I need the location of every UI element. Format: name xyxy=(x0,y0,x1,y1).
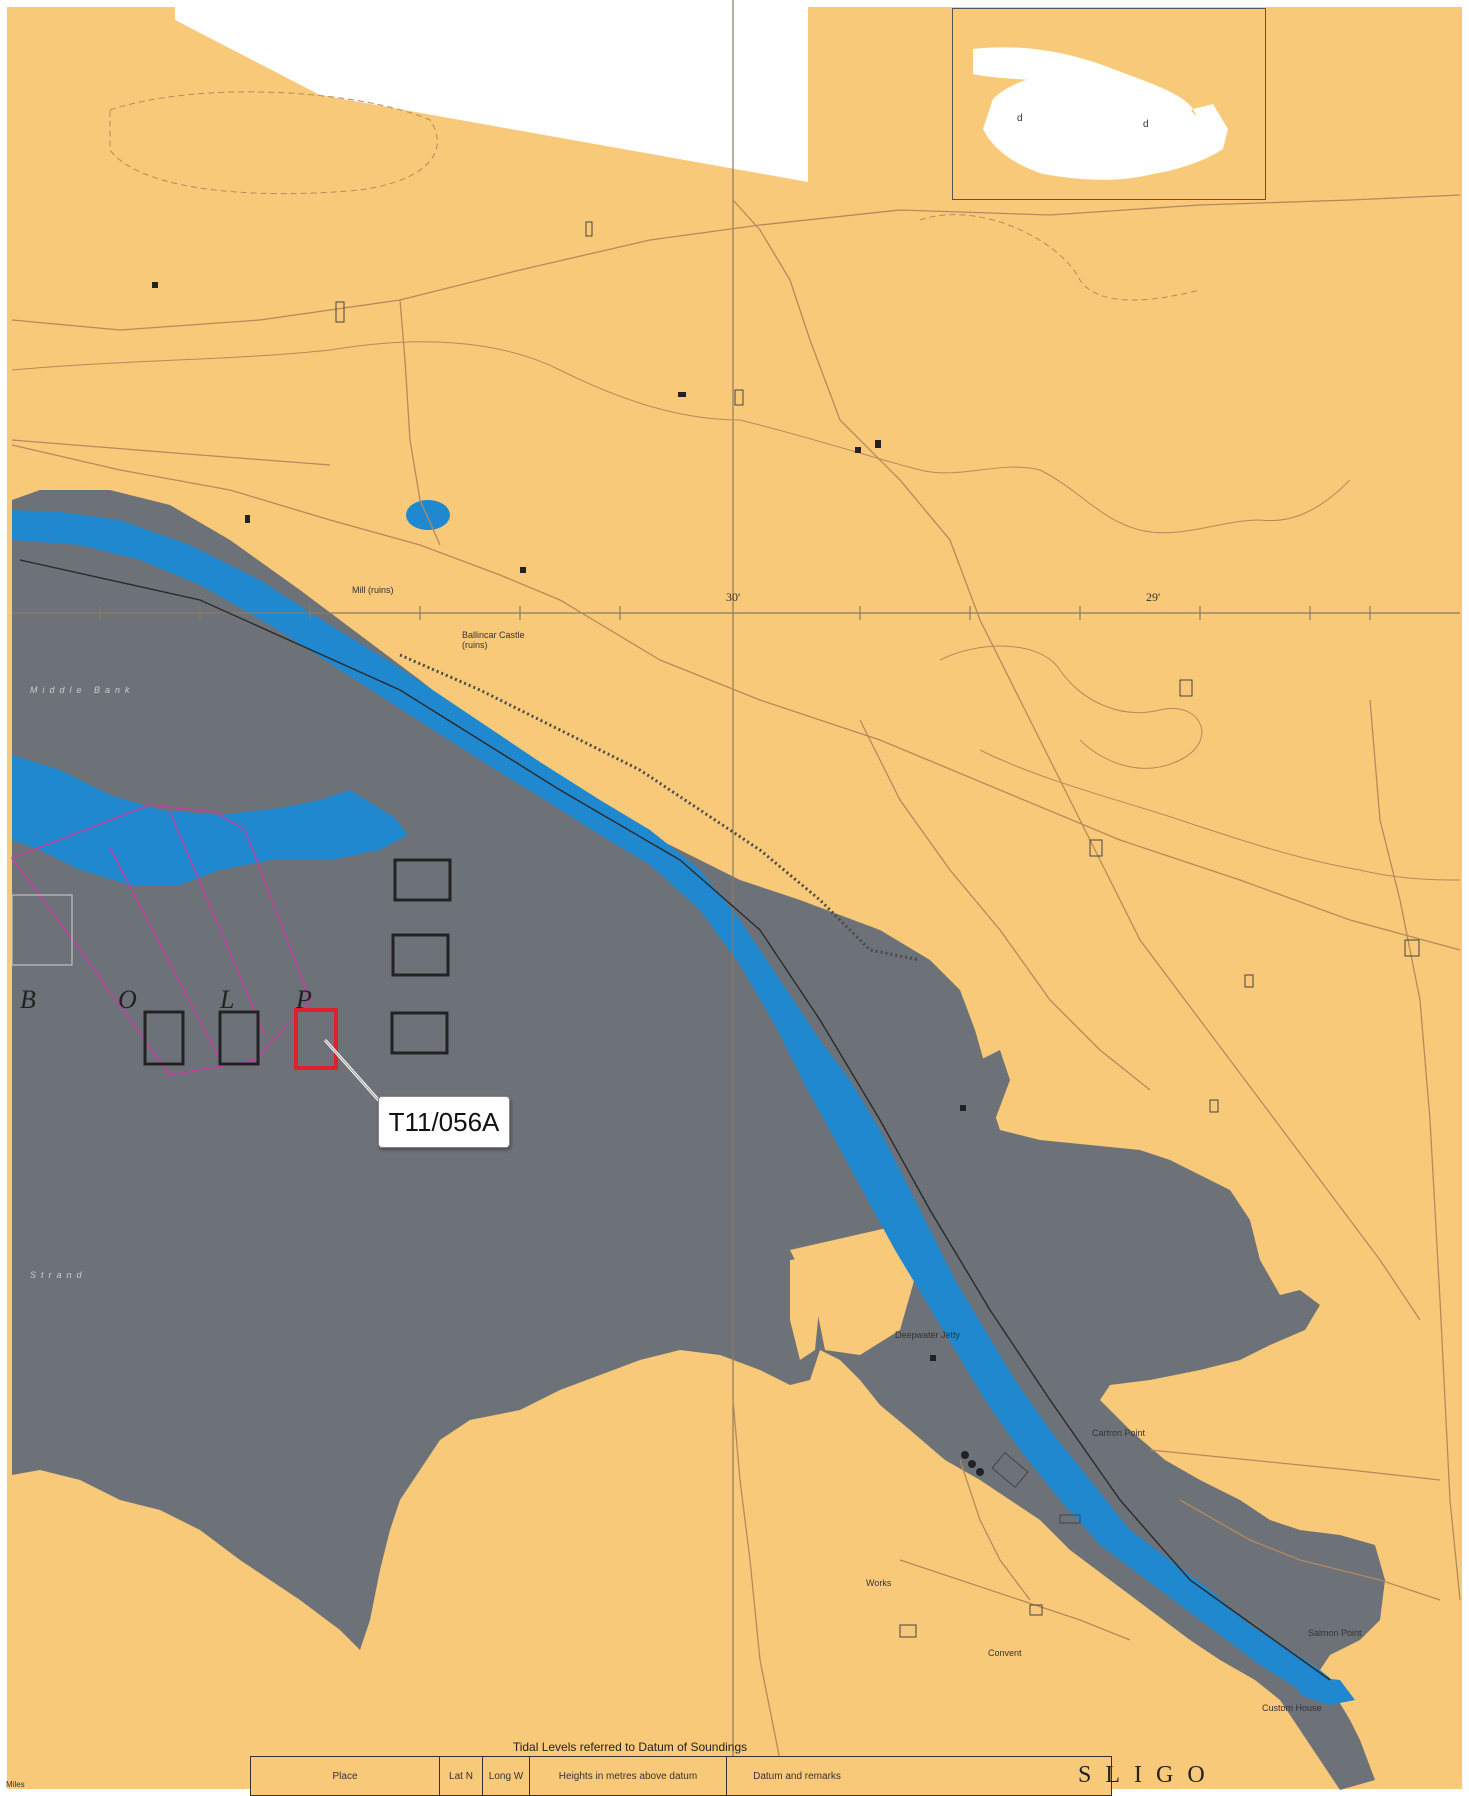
inset-map: d d xyxy=(952,8,1266,200)
navigation-channel xyxy=(12,510,1345,1700)
road xyxy=(732,1399,781,1761)
building xyxy=(1059,1514,1081,1524)
road xyxy=(399,299,441,546)
site-box xyxy=(218,1010,260,1066)
place-salmon-point: Salmon Point xyxy=(1308,1628,1362,1638)
embankment xyxy=(399,653,921,962)
scale-label: Miles xyxy=(6,1780,25,1789)
survey-line xyxy=(109,847,221,1061)
tidal-col-lat: Lat N xyxy=(440,1757,483,1795)
place-strand: Strand xyxy=(30,1270,87,1280)
building xyxy=(1244,974,1254,988)
site-letter-l: L xyxy=(220,985,235,1014)
highlighted-site-box[interactable] xyxy=(294,1008,338,1070)
place-works: Works xyxy=(866,1578,892,1588)
building xyxy=(875,440,881,448)
building xyxy=(991,1451,1029,1489)
road xyxy=(11,439,331,466)
road xyxy=(659,659,1461,951)
survey-area-box xyxy=(11,894,73,966)
site-box xyxy=(391,933,450,977)
site-box xyxy=(143,1010,185,1066)
tidal-table: Place Lat N Long W Heights in metres abo… xyxy=(250,1756,1112,1796)
survey-line xyxy=(169,811,266,1036)
tank xyxy=(976,1468,984,1476)
building xyxy=(1209,1099,1219,1113)
site-box xyxy=(393,858,452,902)
site-letter-b: B xyxy=(20,985,36,1014)
channel-leading-line xyxy=(19,559,1331,1681)
site-box xyxy=(390,1011,449,1055)
site-letter-o: O xyxy=(118,985,137,1014)
place-mill: Mill (ruins) xyxy=(352,585,394,595)
road xyxy=(959,1459,1031,1601)
place-ballincar-castle: Ballincar Castle (ruins) xyxy=(462,630,525,650)
building xyxy=(1179,679,1193,697)
place-deepwater-jetty: Deepwater Jetty xyxy=(895,1330,961,1340)
road xyxy=(1149,1449,1441,1481)
inner-lough xyxy=(960,1050,1080,1255)
road xyxy=(899,1559,1131,1641)
building xyxy=(1089,839,1103,857)
building xyxy=(1404,939,1420,957)
blank-cutout xyxy=(175,0,808,182)
place-middle-bank: Middle Bank xyxy=(30,685,135,695)
contour-line xyxy=(11,341,741,421)
contour-line xyxy=(739,419,1351,534)
building xyxy=(678,392,686,397)
tank xyxy=(968,1460,976,1468)
tidal-col-heights: Heights in metres above datum xyxy=(530,1757,727,1795)
contour-line xyxy=(919,214,1201,301)
longitude-label-29: 29' xyxy=(1146,590,1161,604)
building xyxy=(899,1624,917,1638)
tank xyxy=(961,1451,969,1459)
tidal-col-datum: Datum and remarks xyxy=(753,1770,841,1782)
callout-label[interactable]: T11/056A xyxy=(378,1096,510,1148)
longitude-label-30: 30' xyxy=(726,590,741,604)
channel-lobe xyxy=(12,755,408,885)
survey-line xyxy=(10,804,311,1076)
inset-label: d xyxy=(1143,119,1149,130)
site-letter-p: P xyxy=(296,985,312,1014)
contour-line xyxy=(979,749,1461,881)
building xyxy=(335,301,345,323)
tidal-table-title: Tidal Levels referred to Datum of Soundi… xyxy=(512,1740,748,1754)
road xyxy=(11,194,1461,331)
building xyxy=(1029,1604,1043,1616)
place-cartron-point: Cartron Point xyxy=(1092,1428,1146,1438)
road xyxy=(1179,1499,1441,1601)
contour-line xyxy=(939,645,1203,769)
place-convent: Convent xyxy=(988,1648,1022,1658)
building xyxy=(152,282,158,288)
place-sligo: SLIGO xyxy=(1078,1762,1219,1788)
place-custom-house: Custom House xyxy=(1262,1703,1322,1713)
tidal-col-place: Place xyxy=(251,1757,440,1795)
building xyxy=(585,221,593,237)
pond xyxy=(406,500,450,530)
building xyxy=(245,515,250,523)
road xyxy=(732,199,1421,1321)
building xyxy=(855,447,861,453)
contour-line xyxy=(109,91,438,195)
inset-label: d xyxy=(1017,113,1023,124)
building xyxy=(960,1105,966,1111)
tidal-col-long: Long W xyxy=(483,1757,530,1795)
building xyxy=(930,1355,936,1361)
building xyxy=(734,389,744,406)
coast-road xyxy=(11,444,661,661)
building xyxy=(520,567,526,573)
road xyxy=(1369,699,1461,1601)
road xyxy=(859,719,1151,1091)
